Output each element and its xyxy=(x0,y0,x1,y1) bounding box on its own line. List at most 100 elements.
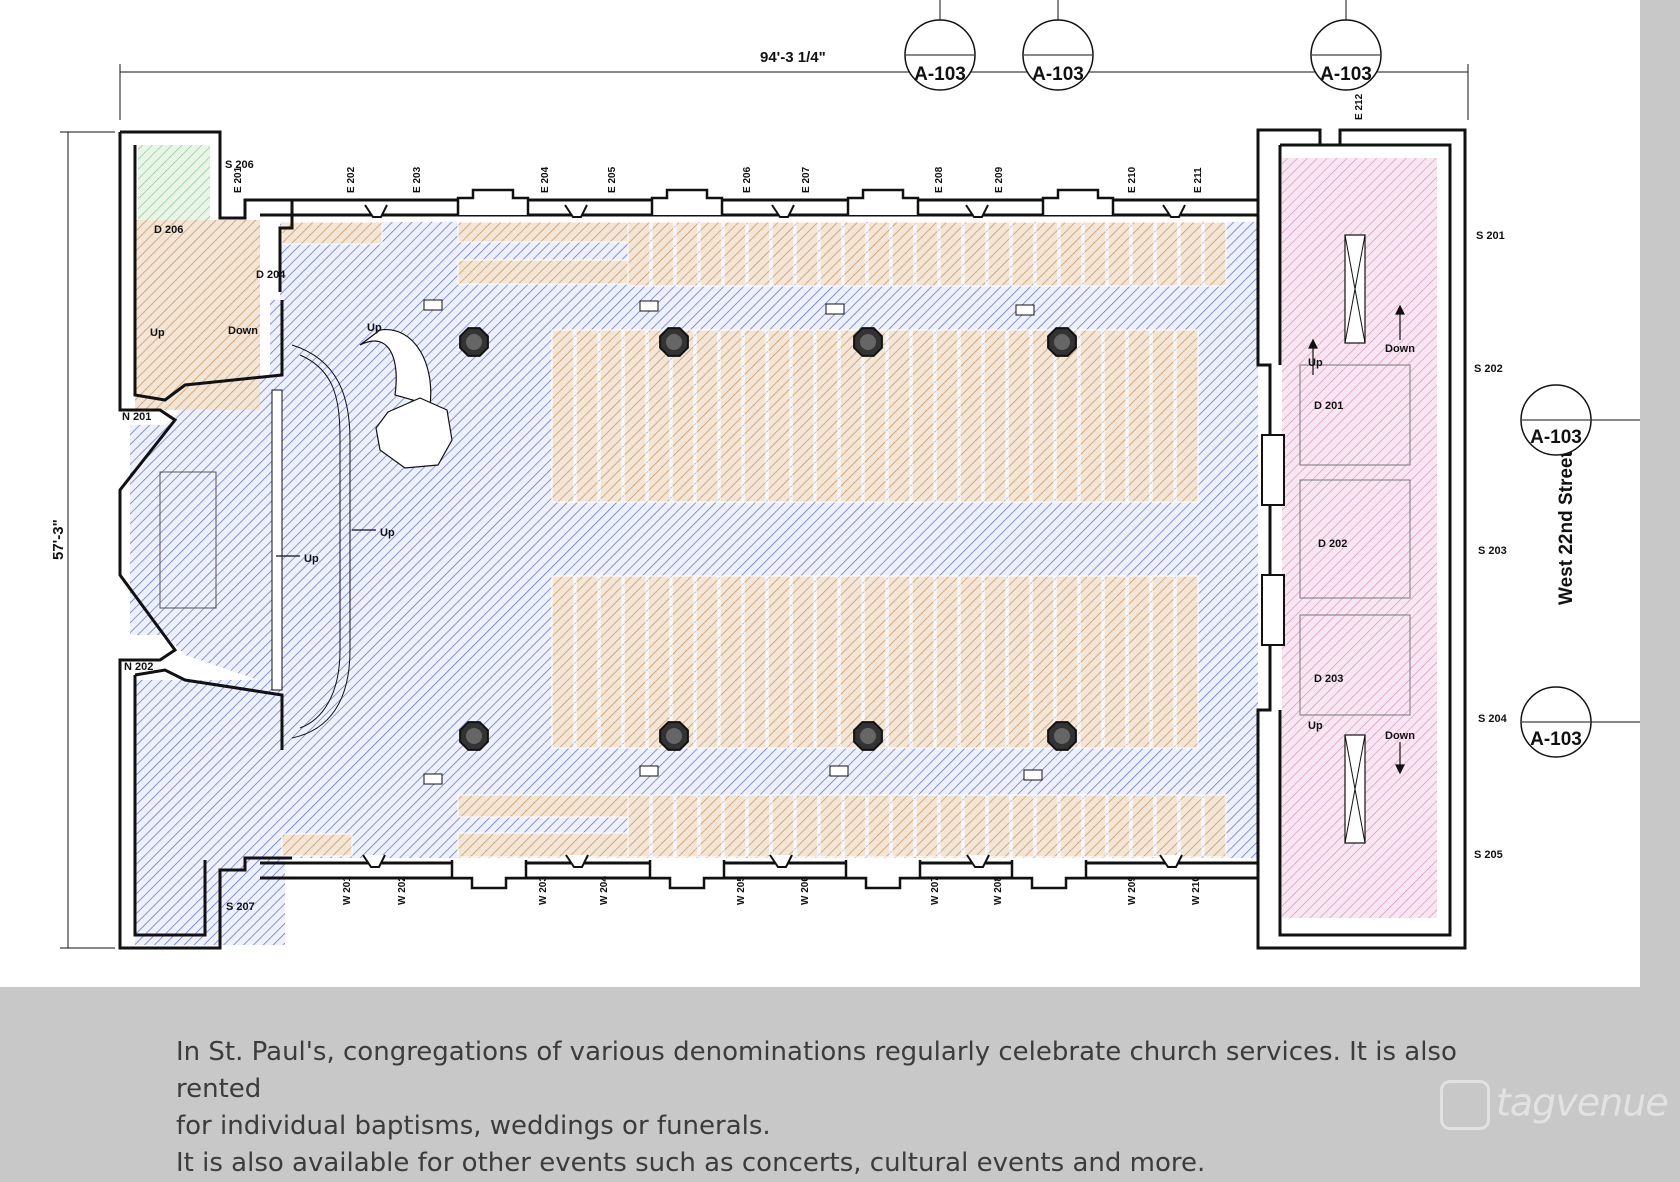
pew xyxy=(911,575,935,749)
door-label: D 203 xyxy=(1314,673,1343,685)
dimension-lines xyxy=(60,64,1640,949)
pulpit-stair xyxy=(359,329,453,469)
pew xyxy=(651,221,675,287)
pew xyxy=(1151,575,1175,749)
section-tag-label: A-103 xyxy=(1320,64,1372,85)
stair-up-label: Up xyxy=(367,322,382,334)
pew xyxy=(935,329,959,503)
pew xyxy=(887,329,911,503)
watermark: tagvenue xyxy=(1440,1080,1669,1130)
stair-up-label: Up xyxy=(150,327,165,339)
column-core xyxy=(666,334,682,350)
pew xyxy=(771,221,795,287)
window-opening xyxy=(966,854,990,868)
street-label: West 22nd Street xyxy=(1556,451,1577,605)
fixture xyxy=(1015,304,1035,316)
pew xyxy=(1031,329,1055,503)
pew xyxy=(1103,575,1127,749)
pew xyxy=(1011,221,1035,287)
pew xyxy=(1203,794,1227,858)
stair-up-label: Up xyxy=(304,553,319,565)
fixture xyxy=(639,300,659,312)
window-label: W 207 xyxy=(930,876,941,905)
fixture xyxy=(639,765,659,777)
stair-up-label: Up xyxy=(1308,357,1323,369)
pew xyxy=(791,575,815,749)
buttress xyxy=(450,860,528,890)
window-label: E 208 xyxy=(934,166,945,193)
window-label: E 204 xyxy=(540,166,551,193)
pew xyxy=(867,794,891,858)
stair-up-label: Up xyxy=(380,527,395,539)
pew xyxy=(1131,794,1155,858)
window-label: S 204 xyxy=(1478,713,1508,725)
door-label: D 202 xyxy=(1318,538,1347,550)
pew xyxy=(1107,221,1131,287)
window-opening xyxy=(1159,854,1183,868)
pews xyxy=(281,221,1227,858)
stair-down-label: Down xyxy=(228,325,258,337)
pew xyxy=(457,832,629,858)
restroom xyxy=(138,145,210,220)
window-label: E 210 xyxy=(1127,166,1138,193)
pew xyxy=(959,575,983,749)
pew xyxy=(695,329,719,503)
window-label: E 205 xyxy=(607,166,618,193)
buttress xyxy=(846,188,920,215)
window-label: W 203 xyxy=(538,876,549,905)
section-tag-label: A-103 xyxy=(1032,64,1084,85)
pew xyxy=(1079,329,1103,503)
pew xyxy=(1175,575,1199,749)
pew xyxy=(795,221,819,287)
section-tag-label: A-103 xyxy=(1530,729,1582,750)
pew xyxy=(815,329,839,503)
pew xyxy=(599,575,623,749)
fixture xyxy=(423,299,443,311)
tagvenue-logo-icon xyxy=(1440,1080,1490,1130)
pew xyxy=(915,794,939,858)
pew xyxy=(1035,221,1059,287)
pew xyxy=(839,329,863,503)
pew xyxy=(551,575,575,749)
section-tag-5: A-103 xyxy=(1520,686,1592,758)
pew xyxy=(457,794,629,818)
pew xyxy=(1031,575,1055,749)
pew xyxy=(719,329,743,503)
pew xyxy=(743,329,767,503)
stair-down-label: Down xyxy=(1385,343,1415,355)
altar-rail xyxy=(159,344,351,739)
section-tag-label: A-103 xyxy=(914,64,966,85)
pew xyxy=(1035,794,1059,858)
stair-down-label: Down xyxy=(1385,730,1415,742)
pew xyxy=(819,794,843,858)
pew xyxy=(819,221,843,287)
pew xyxy=(1079,575,1103,749)
window-opening xyxy=(362,854,386,868)
window-label: N 201 xyxy=(122,411,151,423)
pew xyxy=(281,221,383,245)
pew xyxy=(843,794,867,858)
door-labels: D 201 D 202 D 203 D 204 D 206 xyxy=(154,224,1347,685)
pew xyxy=(623,329,647,503)
height-dimension: 57'-3" xyxy=(50,519,67,560)
window-label: W 208 xyxy=(993,876,1004,905)
window-label: E 212 xyxy=(1354,93,1365,120)
pew xyxy=(1151,329,1175,503)
column-core xyxy=(666,728,682,744)
pew xyxy=(281,833,353,857)
buttress xyxy=(1010,860,1088,890)
pew xyxy=(627,221,651,287)
pew xyxy=(1175,329,1199,503)
south-window-labels: S 201 S 202 S 203 S 204 S 205 S 206 S 20… xyxy=(225,159,1508,913)
buttress xyxy=(648,860,726,890)
pew xyxy=(647,575,671,749)
pew xyxy=(457,259,629,285)
pew xyxy=(1107,794,1131,858)
pew xyxy=(983,329,1007,503)
west-window-labels: W 201 W 202 W 203 W 204 W 205 W 206 W 20… xyxy=(342,876,1202,905)
pew xyxy=(983,575,1007,749)
pew xyxy=(891,221,915,287)
pew xyxy=(623,575,647,749)
pew xyxy=(987,221,1011,287)
column-core xyxy=(860,334,876,350)
